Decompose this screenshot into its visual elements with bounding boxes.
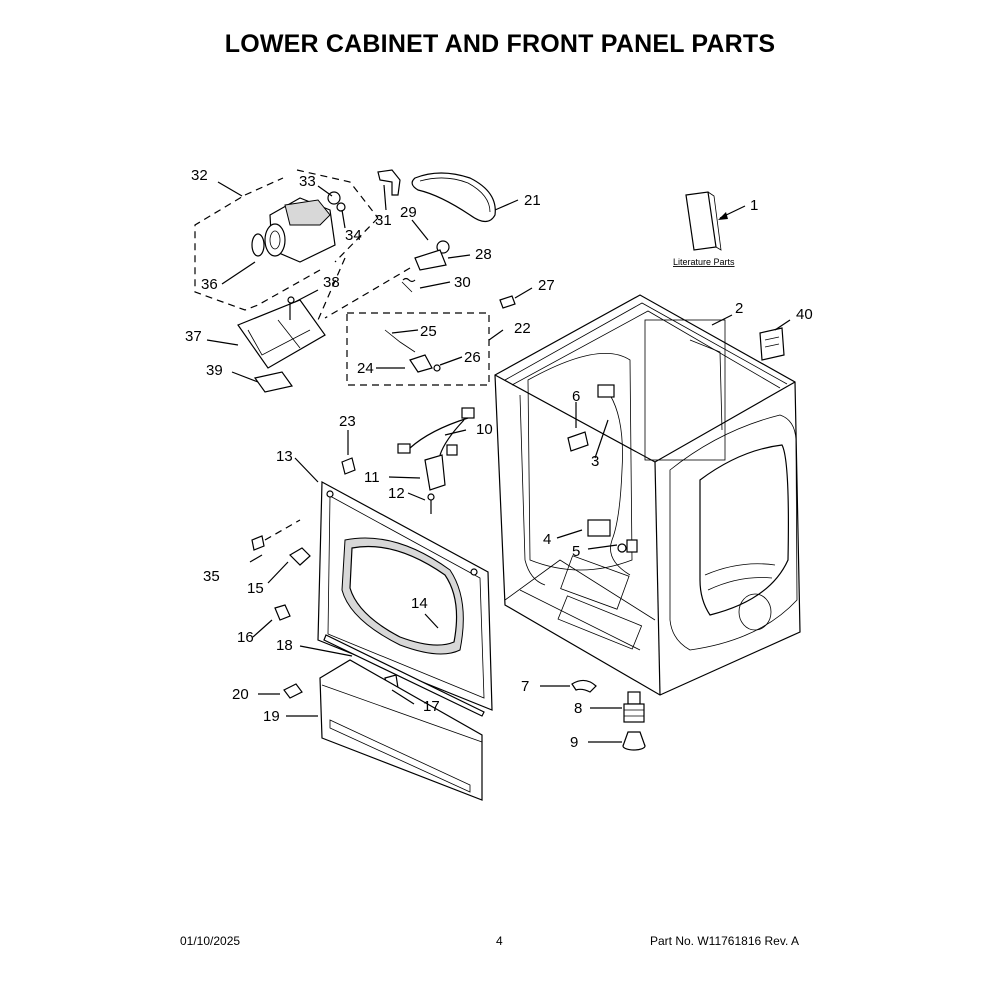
callout-14: 14 bbox=[411, 595, 428, 612]
footer-date: 01/10/2025 bbox=[180, 934, 241, 948]
seal-strip-part[interactable] bbox=[323, 634, 485, 717]
idler-assembly-part[interactable] bbox=[401, 240, 450, 293]
footer-page-number: 4 bbox=[496, 934, 503, 948]
toe-screw-part[interactable] bbox=[283, 683, 303, 699]
callout-28: 28 bbox=[475, 246, 492, 263]
callout-26: 26 bbox=[464, 349, 481, 366]
motor-mount-part[interactable] bbox=[237, 296, 326, 393]
callout-20: 20 bbox=[232, 686, 249, 703]
callout-8: 8 bbox=[574, 700, 582, 717]
callout-6: 6 bbox=[572, 388, 580, 405]
callout-30: 30 bbox=[454, 274, 471, 291]
callout-36: 36 bbox=[201, 276, 218, 293]
callout-4: 4 bbox=[543, 531, 551, 548]
callout-23: 23 bbox=[339, 413, 356, 430]
switch-assembly-group[interactable] bbox=[346, 295, 516, 386]
drive-belt-part[interactable] bbox=[411, 172, 496, 223]
callout-38: 38 bbox=[323, 274, 340, 291]
callout-7: 7 bbox=[521, 678, 529, 695]
callout-11: 11 bbox=[364, 469, 380, 486]
callout-35: 35 bbox=[203, 568, 220, 585]
callout-numbers: 1 2 3 4 5 6 7 8 9 10 11 12 13 14 15 16 1… bbox=[185, 167, 813, 751]
callout-33: 33 bbox=[299, 173, 316, 190]
callout-17: 17 bbox=[423, 698, 440, 715]
callout-29: 29 bbox=[400, 204, 417, 221]
callout-3: 3 bbox=[591, 453, 599, 470]
footer-part-number: Part No. W11761816 Rev. A bbox=[650, 934, 799, 948]
motor-clip-part[interactable] bbox=[377, 169, 401, 196]
callout-15: 15 bbox=[247, 580, 264, 597]
wire-harness-part[interactable] bbox=[397, 407, 475, 514]
callout-2: 2 bbox=[735, 300, 743, 317]
callout-37: 37 bbox=[185, 328, 202, 345]
callout-21: 21 bbox=[524, 192, 541, 209]
callout-40: 40 bbox=[796, 306, 813, 323]
callout-9: 9 bbox=[570, 734, 578, 751]
callout-1: 1 bbox=[750, 197, 758, 214]
door-catch-part[interactable] bbox=[274, 604, 291, 621]
callout-22: 22 bbox=[514, 320, 531, 337]
leveling-leg-part[interactable] bbox=[623, 691, 645, 723]
callout-34: 34 bbox=[345, 227, 362, 244]
callout-31: 31 bbox=[375, 212, 392, 229]
cabinet-part[interactable] bbox=[494, 294, 801, 696]
callout-39: 39 bbox=[206, 362, 223, 379]
toe-panel-part[interactable] bbox=[319, 659, 483, 801]
callout-10: 10 bbox=[476, 421, 493, 438]
door-strike-part[interactable] bbox=[289, 547, 311, 566]
callout-18: 18 bbox=[276, 637, 293, 654]
callout-32: 32 bbox=[191, 167, 208, 184]
callout-5: 5 bbox=[572, 543, 580, 560]
literature-parts-label: Literature Parts bbox=[673, 257, 735, 267]
literature-part[interactable]: Literature Parts bbox=[673, 191, 735, 267]
callout-27: 27 bbox=[538, 277, 555, 294]
panel-clip-part[interactable] bbox=[251, 535, 265, 551]
callout-12: 12 bbox=[388, 485, 405, 502]
foot-pad-part[interactable] bbox=[622, 731, 646, 751]
callout-24: 24 bbox=[357, 360, 374, 377]
leader-lines bbox=[206, 181, 791, 743]
callout-19: 19 bbox=[263, 708, 280, 725]
page-title: LOWER CABINET AND FRONT PANEL PARTS bbox=[224, 30, 776, 58]
foot-bracket-part[interactable] bbox=[571, 679, 597, 693]
callout-16: 16 bbox=[237, 629, 254, 646]
callout-13: 13 bbox=[276, 448, 293, 465]
callout-25: 25 bbox=[420, 323, 437, 340]
